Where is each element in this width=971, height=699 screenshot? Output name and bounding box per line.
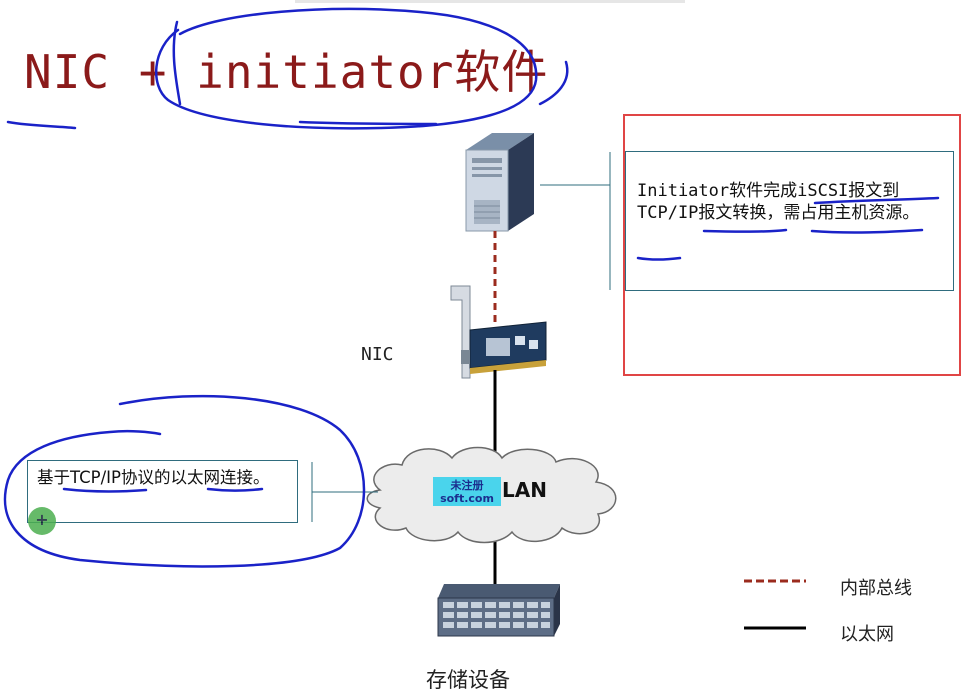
- nic-card-icon: [450, 285, 547, 379]
- nic-label: NIC: [361, 344, 394, 365]
- highlight-frame: [623, 114, 961, 376]
- pen-cursor-icon: +: [28, 507, 56, 535]
- watermark-badge: 未注册 soft.com: [433, 477, 501, 506]
- watermark-line-2: soft.com: [440, 492, 494, 505]
- server-icon: [465, 133, 534, 232]
- software-note: Initiator软件完成iSCSI报文到TCP/IP报文转换，需占用主机资源。: [625, 151, 954, 291]
- top-bar: [295, 0, 685, 3]
- lan-label: LAN: [502, 478, 547, 502]
- watermark-line-1: 未注册: [450, 479, 484, 492]
- network-note: 基于TCP/IP协议的以太网连接。: [27, 460, 298, 523]
- storage-array-icon: [437, 584, 560, 637]
- legend-ethernet-label: 以太网: [840, 624, 894, 645]
- legend-internal-bus-label: 内部总线: [840, 578, 912, 599]
- storage-label: 存储设备: [426, 668, 510, 692]
- software-note-callout: [540, 152, 611, 290]
- network-note-callout: [311, 462, 378, 522]
